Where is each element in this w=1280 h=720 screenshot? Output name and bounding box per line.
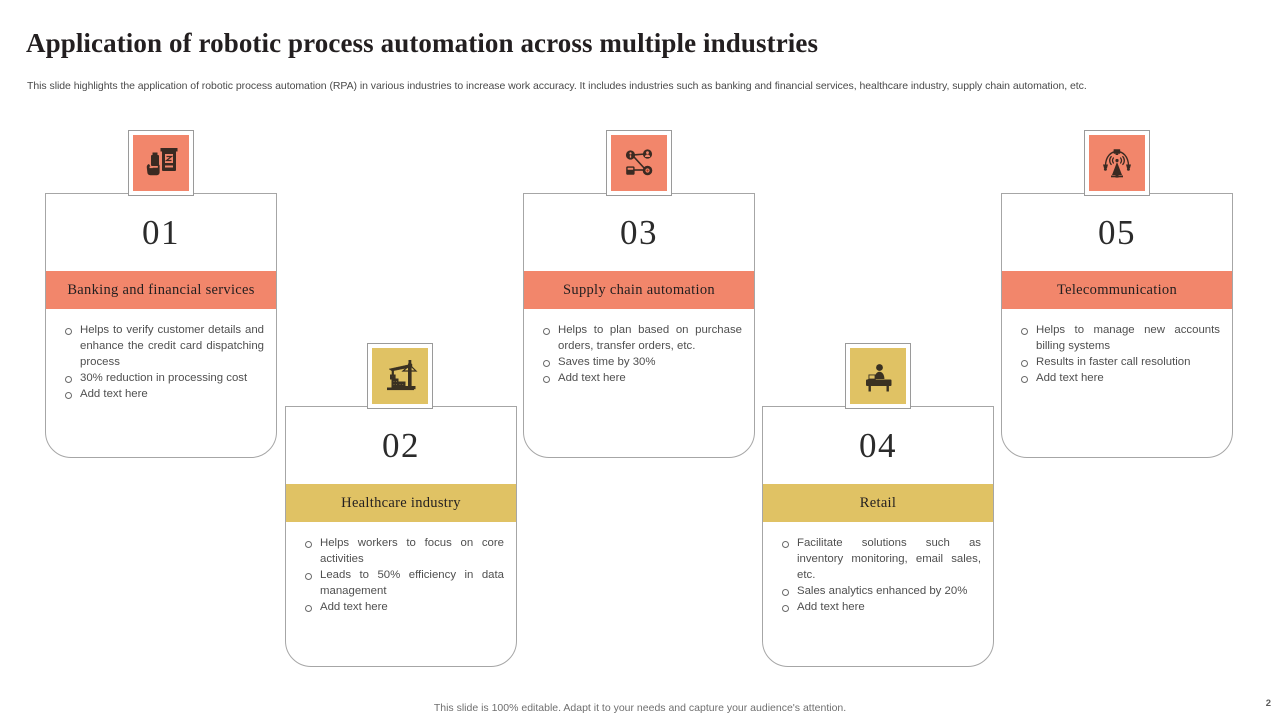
bullet-list: Helps to plan based on purchase orders, … bbox=[536, 322, 742, 386]
card-number: 05 bbox=[1098, 212, 1136, 252]
page-number: 2 bbox=[1265, 698, 1271, 709]
card-label: Telecommunication bbox=[1056, 281, 1178, 298]
card-02[interactable]: 02 Healthcare industry Helps workers to … bbox=[285, 406, 517, 667]
footer-note: This slide is 100% editable. Adapt it to… bbox=[433, 702, 847, 714]
card-label-band: Supply chain automation bbox=[524, 271, 754, 309]
card-label-band: Banking and financial services bbox=[46, 271, 276, 309]
card-label: Banking and financial services bbox=[67, 281, 255, 298]
page-subtitle: This slide highlights the application of… bbox=[27, 80, 1087, 92]
list-item: Sales analytics enhanced by 20% bbox=[775, 583, 981, 599]
card-label-band: Healthcare industry bbox=[286, 484, 516, 522]
list-item: Add text here bbox=[58, 386, 264, 402]
list-item: Helps workers to focus on core activitie… bbox=[298, 535, 504, 567]
card-number: 04 bbox=[859, 425, 897, 465]
list-item: Facilitate solutions such as inventory m… bbox=[775, 535, 981, 583]
card-body: Helps to manage new accounts billing sys… bbox=[1002, 309, 1232, 396]
list-item: Add text here bbox=[536, 370, 742, 386]
list-item: Leads to 50% efficiency in data manageme… bbox=[298, 567, 504, 599]
desk-worker-icon bbox=[850, 348, 906, 404]
card-body: Helps to plan based on purchase orders, … bbox=[524, 309, 754, 396]
list-item: Saves time by 30% bbox=[536, 354, 742, 370]
icon-box-05 bbox=[1084, 130, 1150, 196]
construction-crane-icon bbox=[372, 348, 428, 404]
list-item: 30% reduction in processing cost bbox=[58, 370, 264, 386]
network-nodes-icon bbox=[611, 135, 667, 191]
card-label: Supply chain automation bbox=[563, 281, 715, 298]
icon-box-01 bbox=[128, 130, 194, 196]
bullet-list: Helps to manage new accounts billing sys… bbox=[1014, 322, 1220, 386]
bullet-list: Helps workers to focus on core activitie… bbox=[298, 535, 504, 615]
card-03[interactable]: 03 Supply chain automation Helps to plan… bbox=[523, 193, 755, 458]
list-item: Add text here bbox=[1014, 370, 1220, 386]
card-05[interactable]: 05 Telecommunication Helps to manage new… bbox=[1001, 193, 1233, 458]
card-label-band: Retail bbox=[763, 484, 993, 522]
icon-box-04 bbox=[845, 343, 911, 409]
card-body: Helps workers to focus on core activitie… bbox=[286, 522, 516, 625]
card-label-band: Telecommunication bbox=[1002, 271, 1232, 309]
list-item: Add text here bbox=[775, 599, 981, 615]
icon-box-03 bbox=[606, 130, 672, 196]
card-number: 01 bbox=[142, 212, 180, 252]
list-item: Helps to verify customer details and enh… bbox=[58, 322, 264, 370]
card-body: Helps to verify customer details and enh… bbox=[46, 309, 276, 412]
card-label: Healthcare industry bbox=[341, 494, 461, 511]
atm-card-reader-icon bbox=[133, 135, 189, 191]
list-item: Helps to manage new accounts billing sys… bbox=[1014, 322, 1220, 354]
icon-box-02 bbox=[367, 343, 433, 409]
list-item: Add text here bbox=[298, 599, 504, 615]
card-body: Facilitate solutions such as inventory m… bbox=[763, 522, 993, 625]
list-item: Helps to plan based on purchase orders, … bbox=[536, 322, 742, 354]
card-number: 03 bbox=[620, 212, 658, 252]
page-title: Application of robotic process automatio… bbox=[26, 28, 819, 58]
list-item: Results in faster call resolution bbox=[1014, 354, 1220, 370]
card-01[interactable]: 01 Banking and financial services Helps … bbox=[45, 193, 277, 458]
card-04[interactable]: 04 Retail Facilitate solutions such as i… bbox=[762, 406, 994, 667]
bullet-list: Helps to verify customer details and enh… bbox=[58, 322, 264, 402]
card-label: Retail bbox=[859, 494, 897, 511]
telecom-tower-icon bbox=[1089, 135, 1145, 191]
card-number: 02 bbox=[382, 425, 420, 465]
bullet-list: Facilitate solutions such as inventory m… bbox=[775, 535, 981, 615]
